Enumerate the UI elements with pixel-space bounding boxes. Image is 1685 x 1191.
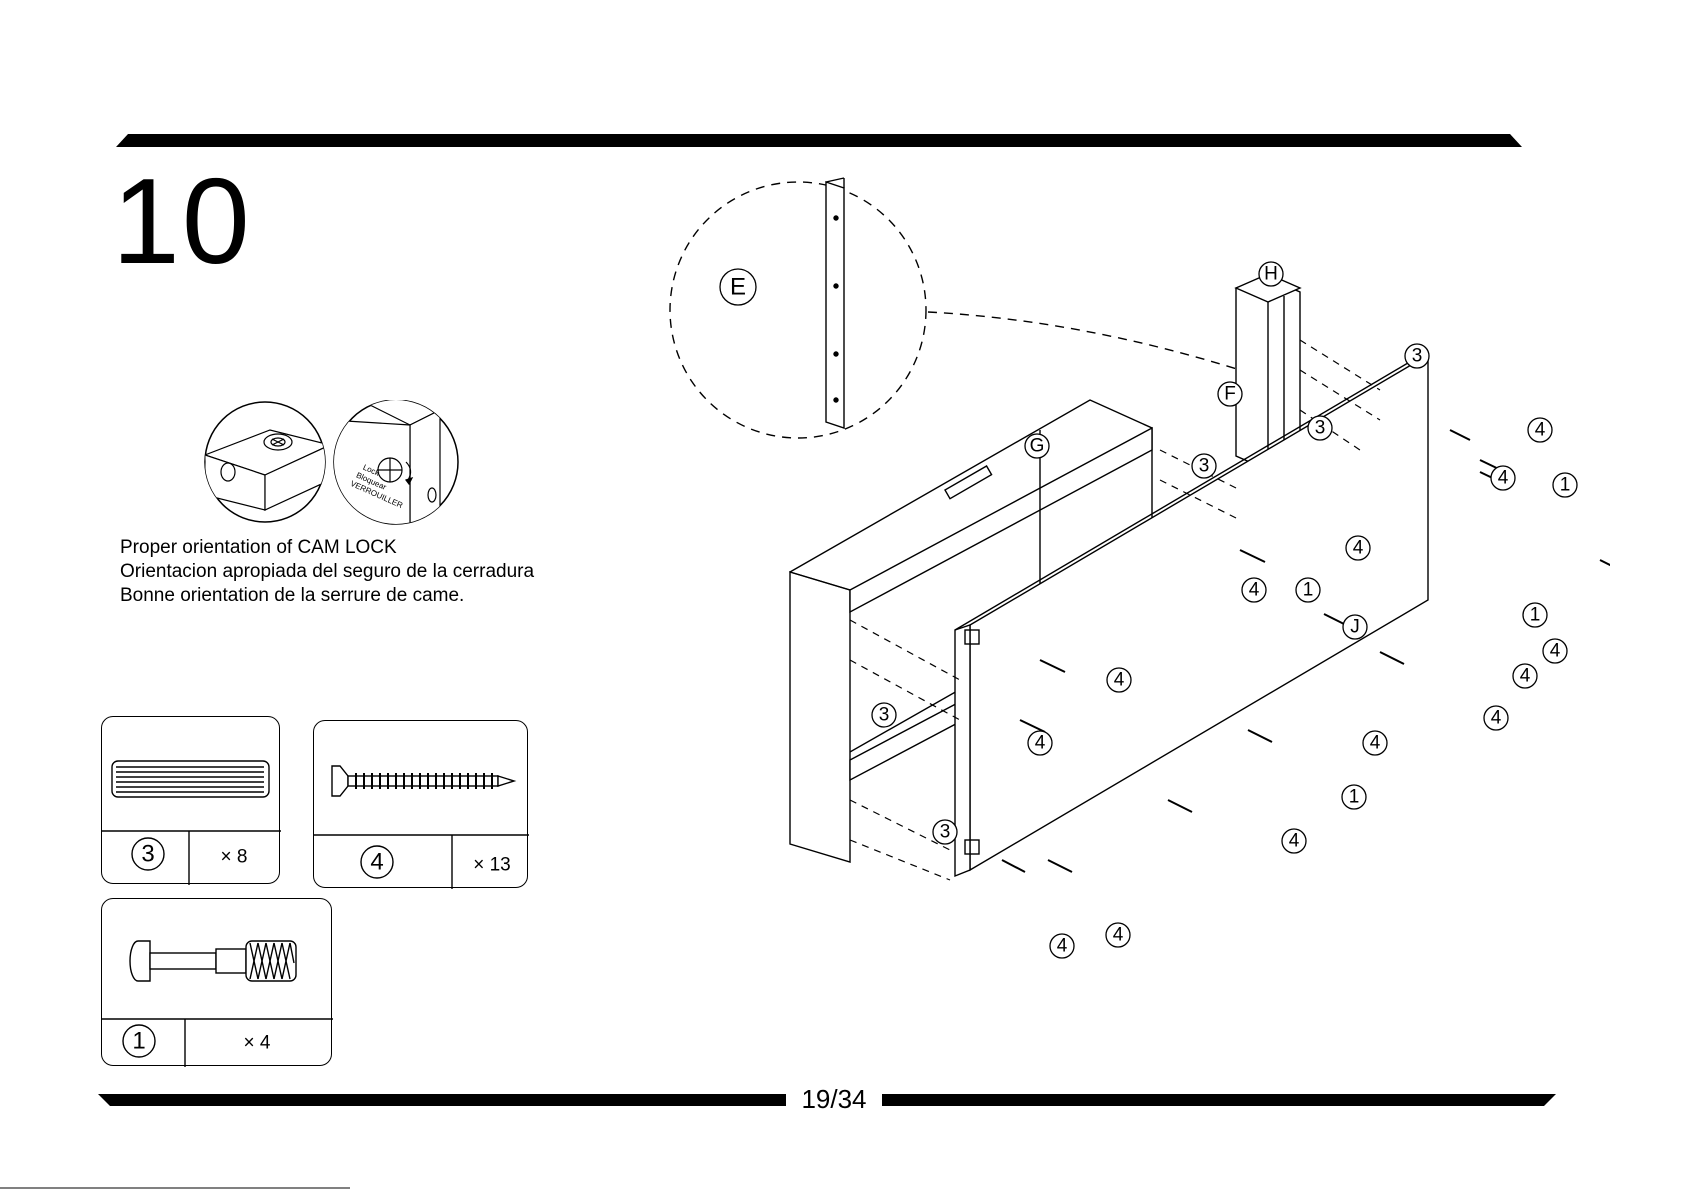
callout-screw: 4: [1491, 708, 1502, 729]
cam-bolt-icon: [130, 941, 296, 981]
assembly-diagram: E H F G J 3 3 3 3 3 4 4 4 4 4 4 4 4 4 4 …: [600, 160, 1610, 990]
callout-screw: 4: [1057, 936, 1068, 957]
callout-screw: 4: [1249, 580, 1260, 601]
page-number: 19/34: [786, 1084, 882, 1114]
hardware-id-cam-bolt: 1: [132, 1028, 145, 1055]
hardware-card-cam-bolt: 1 × 4: [101, 898, 332, 1066]
hardware-card-dowel: 3 × 8: [101, 716, 280, 884]
hardware-qty-dowel: × 8: [221, 847, 248, 868]
callout-screw: 4: [1113, 925, 1124, 946]
callout-screw: 4: [1535, 420, 1546, 441]
callout-screw: 4: [1498, 468, 1509, 489]
callout-screw: 4: [1353, 538, 1364, 559]
callout-cam-bolt: 1: [1349, 787, 1360, 808]
hardware-id-dowel: 3: [141, 841, 154, 868]
caption-english: Proper orientation of CAM LOCK: [120, 536, 534, 560]
callout-screw: 4: [1370, 733, 1381, 754]
callout-screw: 4: [1114, 670, 1125, 691]
label-panel-f: F: [1224, 384, 1236, 405]
callout-screw: 4: [1520, 666, 1531, 687]
callout-cam-bolt: 1: [1530, 605, 1541, 626]
callout-dowel: 3: [940, 822, 951, 843]
caption-spanish: Orientacion apropiada del seguro de la c…: [120, 560, 534, 584]
callout-dowel: 3: [879, 705, 890, 726]
hardware-id-screw: 4: [370, 849, 383, 876]
callout-screw: 4: [1550, 641, 1561, 662]
cam-lock-orientation-illustration: Lock Bloquear VERROUILLER: [200, 400, 470, 530]
step-number: 10: [112, 160, 252, 282]
cam-lock-side-view-icon: Lock Bloquear VERROUILLER: [330, 400, 458, 530]
cam-lock-top-view-icon: [205, 402, 330, 522]
label-panel-j: J: [1350, 617, 1360, 638]
panel-e-detail: [670, 178, 1240, 438]
callout-screw: 4: [1289, 831, 1300, 852]
callout-dowel: 3: [1412, 346, 1423, 367]
callout-screw: 4: [1035, 733, 1046, 754]
label-panel-e: E: [730, 274, 746, 301]
label-panel-g: G: [1030, 436, 1045, 457]
cam-lock-caption: Proper orientation of CAM LOCK Orientaci…: [120, 536, 534, 608]
caption-french: Bonne orientation de la serrure de came.: [120, 584, 534, 608]
callout-dowel: 3: [1315, 418, 1326, 439]
callout-cam-bolt: 1: [1560, 475, 1571, 496]
hardware-qty-screw: × 13: [473, 855, 511, 876]
hardware-qty-cam-bolt: × 4: [244, 1033, 271, 1054]
screw-icon: [332, 766, 514, 796]
callout-cam-bolt: 1: [1303, 580, 1314, 601]
wood-dowel-icon: [112, 761, 269, 797]
hardware-card-screw: 4 × 13: [313, 720, 528, 888]
callout-dowel: 3: [1199, 456, 1210, 477]
label-panel-h: H: [1264, 264, 1278, 285]
